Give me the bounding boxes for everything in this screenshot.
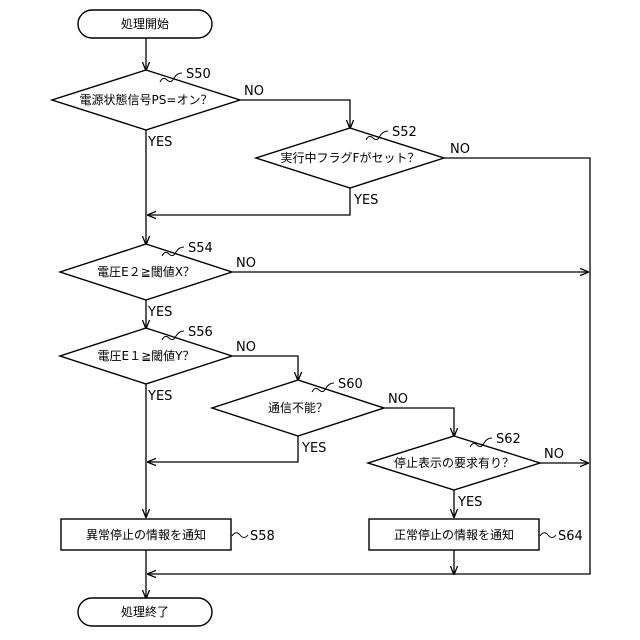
s64-leader [540, 533, 556, 538]
edge-s50-no [240, 100, 350, 128]
edge-s60-yes [148, 436, 298, 462]
connectors [146, 38, 590, 598]
s60-no-label: NO [388, 392, 408, 407]
s60-step: S60 [338, 377, 363, 392]
s56-step: S56 [188, 325, 213, 340]
s62-text: 停止表示の要求有り？ [394, 455, 514, 470]
s54-text: 電圧E２≧閾値X？ [97, 264, 195, 279]
edge-s56-no [232, 356, 298, 380]
end-terminal: 処理終了 [78, 598, 212, 626]
s52-step: S52 [392, 125, 417, 140]
s60-text: 通信不能？ [268, 401, 328, 415]
s52-yes-label: YES [353, 193, 378, 208]
s58-text: 異常停止の情報を通知 [86, 527, 206, 542]
s64-text: 正常停止の情報を通知 [394, 527, 514, 542]
edge-s52-yes [148, 188, 350, 215]
s58-step: S58 [250, 529, 275, 544]
s60-yes-label: YES [301, 441, 326, 456]
s50-text: 電源状態信号PS=オン？ [80, 92, 213, 107]
s62-no-label: NO [544, 447, 564, 462]
s50-yes-label: YES [147, 135, 172, 150]
process-s58: 異常停止の情報を通知 [61, 519, 231, 550]
s52-no-label: NO [450, 142, 470, 157]
end-text: 処理終了 [121, 604, 169, 619]
start-terminal: 処理開始 [78, 10, 212, 38]
s54-step: S54 [188, 241, 213, 256]
s56-yes-label: YES [147, 389, 172, 404]
process-s64: 正常停止の情報を通知 [369, 519, 539, 550]
s56-text: 電圧E１≧閾値Y？ [98, 348, 195, 363]
s50-no-label: NO [244, 84, 264, 99]
s52-text: 実行中フラグFがセット？ [281, 150, 420, 165]
s54-no-label: NO [236, 256, 256, 271]
s54-yes-label: YES [147, 305, 172, 320]
s64-step: S64 [558, 529, 583, 544]
edge-merge-return [148, 568, 590, 574]
s62-step: S62 [496, 432, 521, 447]
s58-leader [232, 533, 248, 538]
decision-s50: 電源状態信号PS=オン？ [52, 70, 240, 130]
s56-no-label: NO [236, 340, 256, 355]
s62-yes-label: YES [457, 495, 482, 510]
edge-s60-no [384, 408, 454, 436]
start-text: 処理開始 [121, 17, 169, 31]
s50-step: S50 [186, 67, 211, 82]
